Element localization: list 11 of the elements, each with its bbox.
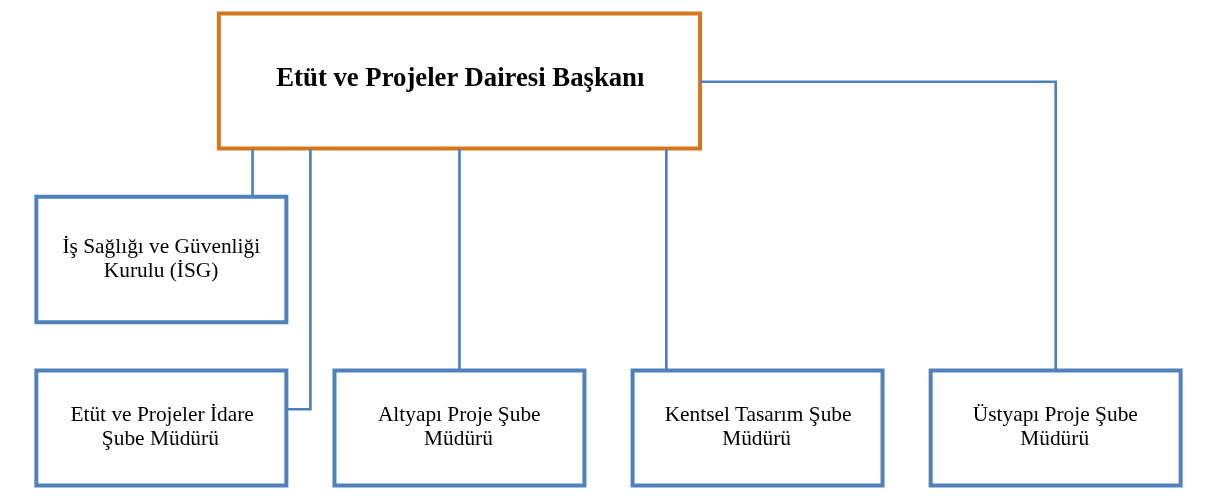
node-box: Altyapı Proje Şube Müdürü xyxy=(331,368,586,488)
connector xyxy=(285,148,312,411)
node-box: Kentsel Tasarım Şube Müdürü xyxy=(630,368,885,488)
node-box: Etüt ve Projeler İdare Şube Müdürü xyxy=(33,368,288,488)
connector xyxy=(250,149,254,197)
connector xyxy=(457,148,461,371)
node-box: Üstyapı Proje Şube Müdürü xyxy=(928,368,1183,488)
node-box: İş Sağlığı ve Güvenliği Kurulu (İSG) xyxy=(33,194,288,325)
node-box: Etüt ve Projeler Dairesi Başkanı xyxy=(216,11,702,151)
connector xyxy=(699,80,1057,371)
connector xyxy=(664,148,668,371)
